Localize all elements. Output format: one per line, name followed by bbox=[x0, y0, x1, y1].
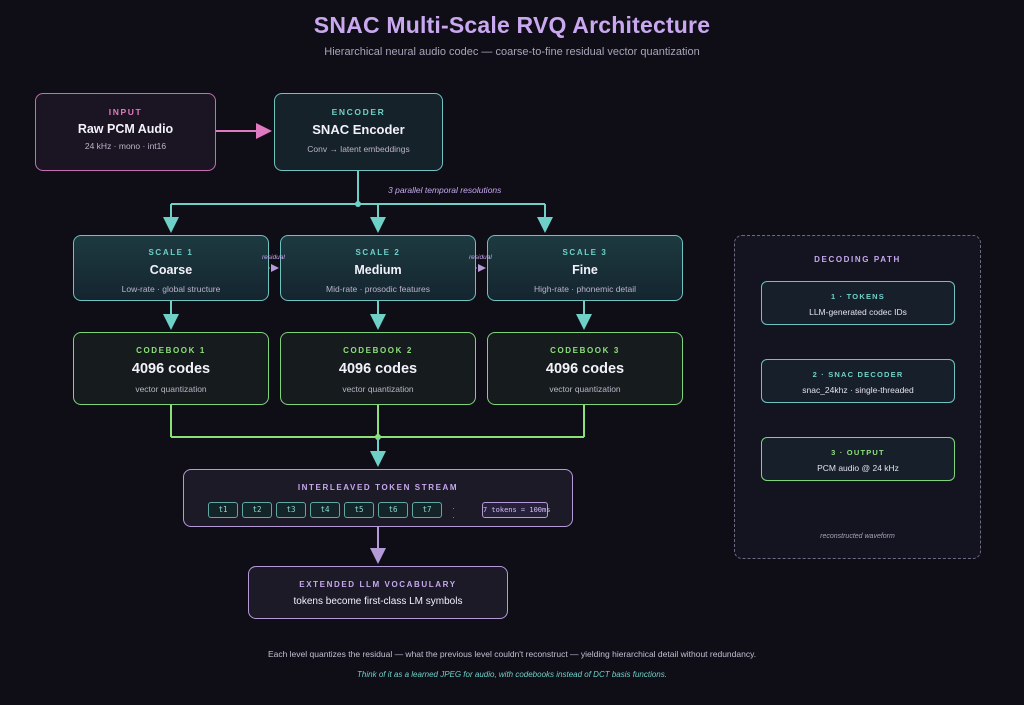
step-kicker: 3 · OUTPUT bbox=[831, 448, 885, 457]
step-detail: LLM-generated codec IDs bbox=[809, 307, 907, 317]
codebook-node-1: CODEBOOK 1 4096 codes vector quantizatio… bbox=[73, 332, 269, 405]
footer-quote: Think of it as a learned JPEG for audio,… bbox=[357, 670, 667, 679]
residual-label: residual bbox=[469, 254, 492, 261]
input-kicker: INPUT bbox=[108, 107, 143, 117]
codebook-detail: vector quantization bbox=[342, 384, 414, 394]
decode-step-output: 3 · OUTPUT PCM audio @ 24 kHz bbox=[761, 437, 955, 481]
codebook-node-2: CODEBOOK 2 4096 codes vector quantizatio… bbox=[280, 332, 476, 405]
token-stream-kicker: INTERLEAVED TOKEN STREAM bbox=[297, 483, 459, 492]
page-title: SNAC Multi-Scale RVQ Architecture bbox=[313, 12, 711, 38]
step-detail: PCM audio @ 24 kHz bbox=[817, 463, 899, 473]
token-chip: t1 bbox=[208, 502, 238, 518]
residual-label: residual bbox=[262, 254, 285, 261]
codebook-node-3: CODEBOOK 3 4096 codes vector quantizatio… bbox=[487, 332, 683, 405]
encoder-kicker: ENCODER bbox=[331, 107, 386, 117]
input-detail: 24 kHz · mono · int16 bbox=[84, 141, 167, 151]
scale-kicker: SCALE 2 bbox=[355, 248, 401, 257]
token-chip: t4 bbox=[310, 502, 340, 518]
codebook-detail: vector quantization bbox=[549, 384, 621, 394]
decode-step-tokens: 1 · TOKENS LLM-generated codec IDs bbox=[761, 281, 955, 325]
codebook-title: 4096 codes bbox=[338, 361, 418, 377]
token-ellipsis: · · · bbox=[452, 504, 457, 531]
token-stream-node: INTERLEAVED TOKEN STREAM t1 t2 t3 t4 t5 … bbox=[183, 469, 573, 531]
token-chip: t5 bbox=[344, 502, 374, 518]
scale-kicker: SCALE 1 bbox=[148, 248, 194, 257]
scale-title: Medium bbox=[354, 263, 402, 277]
scale-title: Coarse bbox=[149, 263, 193, 277]
codebook-title: 4096 codes bbox=[131, 361, 211, 377]
codebook-detail: vector quantization bbox=[135, 384, 207, 394]
codebook-kicker: CODEBOOK 3 bbox=[550, 346, 620, 355]
token-chip: t2 bbox=[242, 502, 272, 518]
step-kicker: 1 · TOKENS bbox=[831, 292, 885, 301]
codebook-kicker: CODEBOOK 2 bbox=[343, 346, 413, 355]
scale-detail: Mid-rate · prosodic features bbox=[326, 284, 430, 294]
footer-note: Each level quantizes the residual — what… bbox=[267, 649, 757, 659]
encoder-node: ENCODER SNAC Encoder Conv → latent embed… bbox=[274, 93, 443, 171]
vocab-detail: tokens become first-class LM symbols bbox=[293, 596, 463, 607]
token-rate-note: 7 tokens = 100ms bbox=[482, 502, 550, 518]
input-node: INPUT Raw PCM Audio 24 kHz · mono · int1… bbox=[35, 93, 216, 171]
scale-node-2: SCALE 2 Medium Mid-rate · prosodic featu… bbox=[280, 235, 476, 301]
scale-kicker: SCALE 3 bbox=[562, 248, 608, 257]
codebook-kicker: CODEBOOK 1 bbox=[136, 346, 206, 355]
encoder-title: SNAC Encoder bbox=[312, 122, 405, 137]
vocab-kicker: EXTENDED LLM VOCABULARY bbox=[299, 580, 457, 589]
scale-node-3: SCALE 3 Fine High-rate · phonemic detail bbox=[487, 235, 683, 301]
page-subtitle: Hierarchical neural audio codec — coarse… bbox=[324, 46, 700, 58]
parallel-resolutions-label: 3 parallel temporal resolutions bbox=[388, 185, 502, 195]
decode-step-decoder: 2 · SNAC DECODER snac_24khz · single-thr… bbox=[761, 359, 955, 403]
scale-detail: High-rate · phonemic detail bbox=[533, 284, 637, 294]
step-detail: snac_24khz · single-threaded bbox=[802, 385, 914, 395]
codebook-title: 4096 codes bbox=[545, 361, 625, 377]
scale-node-1: SCALE 1 Coarse Low-rate · global structu… bbox=[73, 235, 269, 301]
token-chip: t3 bbox=[276, 502, 306, 518]
decoding-path-heading: DECODING PATH bbox=[814, 255, 901, 264]
scale-title: Fine bbox=[572, 263, 598, 277]
input-title: Raw PCM Audio bbox=[77, 122, 174, 136]
scale-detail: Low-rate · global structure bbox=[121, 284, 221, 294]
token-chip: t7 bbox=[412, 502, 442, 518]
step-kicker: 2 · SNAC DECODER bbox=[812, 370, 904, 379]
decoding-path-panel: DECODING PATH 1 · TOKENS LLM-generated c… bbox=[734, 235, 981, 559]
llm-vocabulary-node: EXTENDED LLM VOCABULARY tokens become fi… bbox=[248, 566, 508, 619]
reconstructed-waveform-caption: reconstructed waveform bbox=[820, 533, 895, 540]
token-chip: t6 bbox=[378, 502, 408, 518]
encoder-detail: Conv → latent embeddings bbox=[307, 144, 410, 154]
